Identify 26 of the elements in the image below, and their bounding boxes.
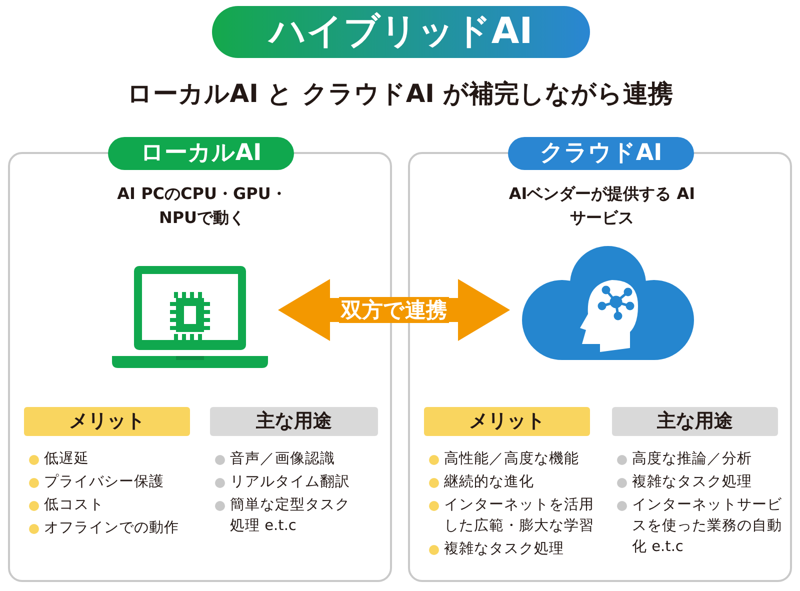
list-item: 低遅延	[28, 449, 198, 470]
merit-header: メリット	[424, 407, 590, 436]
list-item: 簡単な定型タスク処理 e.t.c	[214, 495, 364, 537]
edge-label: 双方で連携	[339, 297, 449, 323]
merit-header: メリット	[24, 407, 190, 436]
list-item: インターネットサービスを使った業務の自動化 e.t.c	[616, 495, 790, 558]
heading-tab: クラウドAI	[508, 137, 694, 170]
list-item: オフラインでの動作	[28, 518, 198, 539]
description-text: AI PCのCPU・GPU・NPUで動く	[116, 183, 288, 229]
list-item: 高性能／高度な機能	[428, 449, 594, 470]
list-item: プライバシー保護	[28, 472, 198, 493]
list-item: リアルタイム翻訳	[214, 472, 364, 493]
title-banner: ハイブリッドAI	[212, 6, 590, 58]
list-item: 継続的な進化	[428, 472, 594, 493]
list-item: 複雑なタスク処理	[428, 539, 594, 560]
list-item: インターネットを活用した広範・膨大な学習	[428, 495, 594, 537]
list-item: 低コスト	[28, 495, 198, 516]
usage-header: 主な用途	[210, 407, 378, 436]
heading-tab: ローカルAI	[108, 137, 294, 170]
subtitle: ローカルAI と クラウドAI が補完しながら連携	[126, 78, 674, 110]
list-item: 音声／画像認識	[214, 449, 364, 470]
usage-header: 主な用途	[612, 407, 778, 436]
list-item: 複雑なタスク処理	[616, 472, 790, 493]
description-text: AIベンダーが提供する AIサービス	[508, 183, 696, 229]
laptop-icon	[112, 264, 268, 368]
list-item: 高度な推論／分析	[616, 449, 790, 470]
